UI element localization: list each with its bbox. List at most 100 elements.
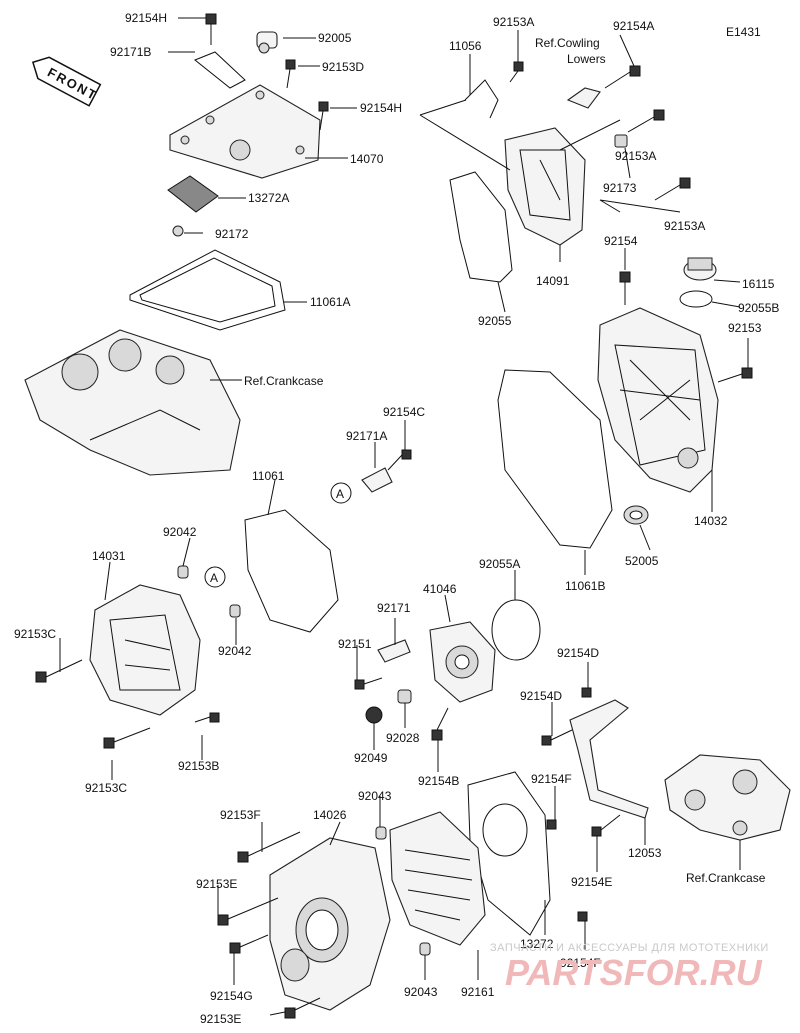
bolt-92154 bbox=[619, 271, 631, 305]
label-92154A: 92154A bbox=[613, 19, 654, 33]
label-14070: 14070 bbox=[350, 152, 384, 166]
bolt-92153 bbox=[717, 367, 753, 383]
callout-a-1-label: A bbox=[336, 487, 344, 501]
gasket-92055 bbox=[449, 171, 513, 283]
label-92049: 92049 bbox=[354, 751, 388, 765]
bolt-92154D-mid bbox=[541, 729, 573, 746]
dowel-92043-top bbox=[375, 826, 387, 840]
bolt-92154B bbox=[431, 707, 449, 741]
crankcase-ref-top bbox=[24, 329, 241, 476]
bolt-92153E-bottom bbox=[284, 997, 321, 1019]
label-92154D-mid: 92154D bbox=[520, 689, 562, 703]
bracket-11056 bbox=[464, 79, 499, 119]
label-92153C-left: 92153C bbox=[14, 627, 56, 641]
bolt-92153E-top bbox=[217, 897, 279, 926]
bolt-92154E bbox=[591, 814, 621, 837]
clamp-92171 bbox=[377, 639, 411, 663]
o-ring-92055B bbox=[679, 290, 713, 308]
label-92153D: 92153D bbox=[322, 60, 364, 74]
label-92153F: 92153F bbox=[220, 808, 261, 822]
label-ref-cowling-lowers: Lowers bbox=[567, 52, 606, 66]
label-92153E-bottom: 92153E bbox=[200, 1012, 241, 1026]
leader-lines bbox=[59, 17, 749, 1016]
callout-a-2: A bbox=[204, 566, 226, 588]
label-92153: 92153 bbox=[728, 321, 762, 335]
watermark: ЗАПЧАСТИ И АКСЕССУАРЫ ДЛЯ МОТОТЕХНИКИ PA… bbox=[490, 942, 769, 993]
label-16115: 16115 bbox=[742, 277, 775, 291]
bolt-92151 bbox=[354, 677, 383, 690]
breather-cover-14070 bbox=[169, 51, 321, 179]
bracket-cowling bbox=[566, 87, 601, 109]
label-11061B: 11061B bbox=[565, 579, 605, 593]
label-14032: 14032 bbox=[694, 514, 728, 528]
label-92153B: 92153B bbox=[178, 759, 219, 773]
bolt-92154F-bottom bbox=[577, 911, 588, 922]
bolt-92154C bbox=[387, 449, 412, 471]
bolt-92154G bbox=[229, 934, 269, 954]
gasket-11061B bbox=[497, 369, 613, 549]
label-12053: 12053 bbox=[628, 846, 662, 860]
callout-a-1: A bbox=[330, 482, 352, 504]
bolt-92153A-mid bbox=[627, 109, 665, 133]
label-92171A: 92171A bbox=[346, 429, 387, 443]
label-92055A: 92055A bbox=[479, 557, 520, 571]
bolt-92154D-top bbox=[581, 687, 592, 698]
callout-a-2-label: A bbox=[210, 571, 218, 585]
dowel-92043-bottom bbox=[419, 942, 431, 956]
label-92171B: 92171B bbox=[110, 45, 151, 59]
label-14026: 14026 bbox=[313, 808, 347, 822]
label-92161: 92161 bbox=[461, 985, 495, 999]
label-11061A: 11061A bbox=[310, 295, 350, 309]
gasket-11061 bbox=[244, 509, 339, 633]
label-13272A: 13272A bbox=[248, 191, 289, 205]
label-92171: 92171 bbox=[377, 601, 411, 615]
bolt-92153B bbox=[194, 712, 220, 723]
mesh-filter-13272A bbox=[167, 175, 219, 213]
label-92153C-bottom: 92153C bbox=[85, 781, 127, 795]
label-92042-top: 92042 bbox=[163, 525, 197, 539]
label-92173: 92173 bbox=[603, 181, 637, 195]
bolt-92153A-top bbox=[509, 61, 524, 83]
rotor-cover-92161 bbox=[389, 811, 486, 946]
gasket-11061A bbox=[129, 249, 286, 331]
label-11061: 11061 bbox=[252, 469, 285, 483]
label-92154F-bottom: 92154F bbox=[560, 956, 601, 970]
cover-41046 bbox=[429, 621, 496, 703]
label-92055: 92055 bbox=[478, 314, 512, 328]
label-ref-crankcase-top: Ref.Crankcase bbox=[244, 374, 324, 388]
part-labels: 92154H 92171B 92005 92153D 92154H 14070 … bbox=[14, 11, 779, 1026]
cover-14091 bbox=[504, 127, 586, 246]
generator-cover-14031 bbox=[89, 584, 201, 716]
label-92154H-top: 92154H bbox=[125, 11, 167, 25]
label-92154C: 92154C bbox=[383, 405, 425, 419]
label-14091: 14091 bbox=[536, 274, 570, 288]
bolt-92154H-top bbox=[205, 13, 217, 45]
bolt-92154F-top bbox=[546, 819, 557, 830]
label-ref-cowling: Ref.Cowling bbox=[535, 36, 600, 50]
label-92153E-top: 92153E bbox=[196, 877, 237, 891]
bracket-12053 bbox=[569, 699, 649, 819]
o-ring-92055A bbox=[491, 599, 541, 661]
bolt-92153A-low bbox=[654, 177, 691, 201]
label-41046: 41046 bbox=[423, 582, 457, 596]
label-92028: 92028 bbox=[386, 731, 420, 745]
label-92005: 92005 bbox=[318, 31, 352, 45]
label-92172: 92172 bbox=[215, 227, 249, 241]
label-92154G: 92154G bbox=[210, 989, 253, 1003]
bolt-92154A bbox=[604, 65, 641, 89]
label-92153A-mid: 92153A bbox=[615, 149, 656, 163]
clutch-cover-14032 bbox=[597, 307, 719, 493]
dowel-92042-top bbox=[177, 565, 189, 579]
oil-seal-52005 bbox=[623, 505, 649, 525]
watermark-tagline: ЗАПЧАСТИ И АКСЕССУАРЫ ДЛЯ МОТОТЕХНИКИ bbox=[490, 942, 769, 954]
collar-92028 bbox=[397, 689, 412, 704]
grommet-92049 bbox=[365, 706, 383, 724]
crankcase-ref-bottom bbox=[664, 754, 791, 841]
bolt-92153F bbox=[237, 831, 301, 863]
label-92154D-top: 92154D bbox=[557, 646, 599, 660]
label-11056: 11056 bbox=[449, 39, 482, 53]
screw-92172 bbox=[172, 225, 184, 237]
front-arrow-icon: FRONT bbox=[31, 56, 102, 107]
